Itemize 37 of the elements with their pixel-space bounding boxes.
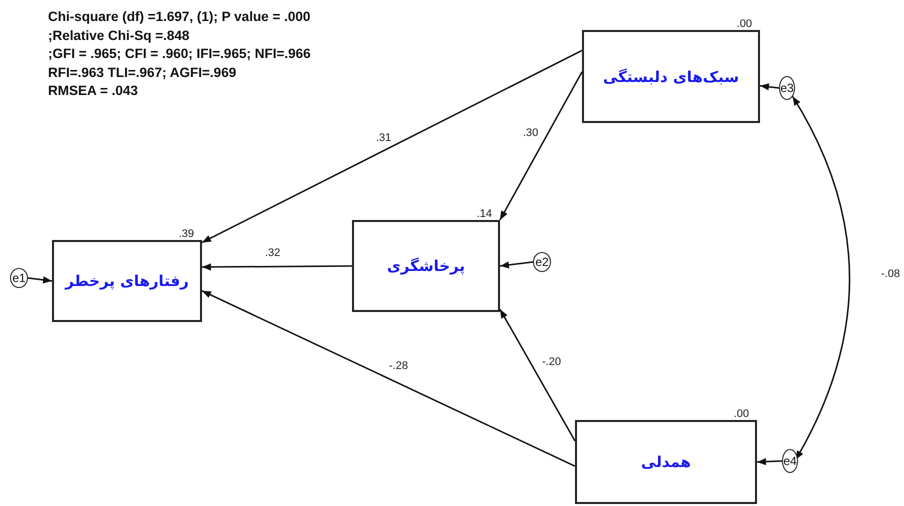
error-term-label: e3: [780, 82, 794, 94]
path-coefficient: .31: [375, 132, 392, 144]
r-squared-value: .00: [734, 408, 749, 420]
error-term-label: e4: [783, 455, 797, 467]
variable-name: رفتارهای پرخطر: [65, 272, 189, 290]
r-squared-value: .00: [736, 18, 752, 30]
variable-name: سبک‌های دلبستگی: [603, 68, 739, 86]
fit-statistics: Chi-square (df) =1.697, (1); P value = .000: [48, 8, 311, 26]
error-term-label: e1: [12, 272, 26, 284]
path-coefficient: .32: [264, 247, 282, 259]
fit-statistics: ;Relative Chi-Sq =.848: [48, 26, 190, 45]
error-term-ellipse: [10, 268, 28, 288]
path-coefficient: .30: [522, 127, 540, 139]
path-coefficient: -.28: [388, 360, 409, 372]
path-arrow: [202, 290, 576, 467]
variable-name: پرخاشگری: [387, 257, 465, 275]
variable-name: همدلی: [641, 453, 691, 471]
path-arrow: [756, 458, 782, 466]
fit-statistics: RMSEA = .043: [48, 82, 139, 100]
path-arrow: [760, 83, 780, 90]
error-term-ellipse: [533, 252, 551, 272]
fit-statistics: RFI=.963 TLI=.967; AGFI=.969: [48, 64, 238, 82]
error-term-ellipse: [779, 76, 795, 100]
path-coefficient: -.20: [541, 356, 562, 368]
fit-statistics: ;GFI = .965; CFI = .960; IFI=.965; NFI=.966: [48, 45, 311, 63]
r-squared-value: .39: [178, 228, 194, 240]
path-arrow: [500, 261, 534, 268]
covariance-arrow: [792, 96, 850, 460]
error-term-ellipse: [782, 449, 798, 473]
path-arrow: [499, 308, 576, 442]
error-term-label: e2: [535, 256, 549, 268]
path-arrow: [499, 71, 583, 220]
r-squared-value: .14: [476, 208, 492, 220]
path-arrow: [28, 276, 52, 284]
path-arrow: [202, 50, 582, 244]
path-arrow: [202, 263, 352, 271]
path-coefficient: -.08: [880, 268, 901, 280]
